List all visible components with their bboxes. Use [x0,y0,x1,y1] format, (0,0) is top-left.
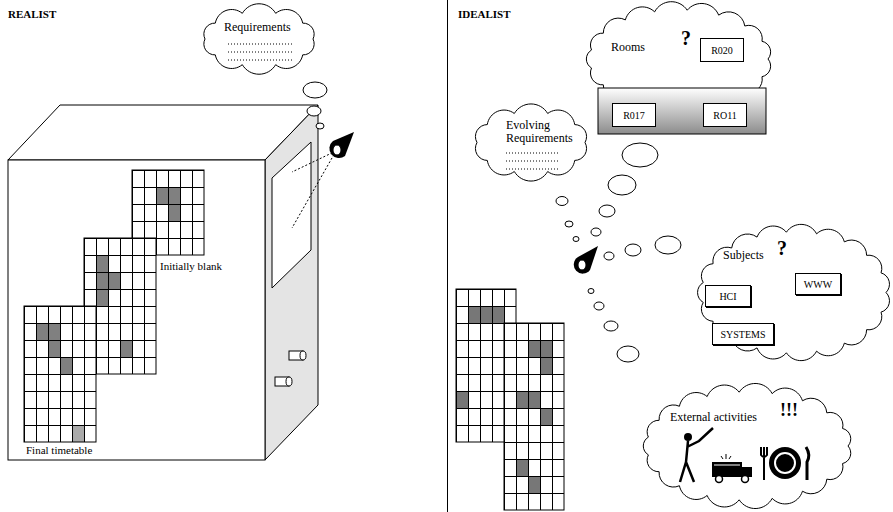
eye-pupil [333,145,341,155]
node-heading: R020 [711,45,733,56]
timetable-grid [24,306,96,442]
eye-symbol [574,246,598,274]
cloud-outline [198,5,320,73]
thought-bubble [604,252,614,260]
cloud-shape [586,2,770,117]
subject-card: SYSTEMS [712,323,774,345]
timetable-grid [24,306,96,442]
cloud-shape [698,224,890,360]
cube-top-face [8,105,318,160]
eye-symbol [329,132,354,158]
knob-cap [300,351,306,360]
thought-bubble [625,244,641,256]
cloud-outline [583,3,775,115]
node-heading: WWW [804,279,832,290]
thought-cloud: Subjects? HCI WWW SYSTEMS [695,225,893,360]
thought-bubble [617,346,639,362]
node-mark: ? [681,27,691,49]
node-mark: !!! [780,401,798,421]
thought-bubble [316,123,324,129]
thought-cloud: External activities!!! [640,385,855,507]
cloud-outline [640,385,855,507]
node-heading: HCI [719,291,736,302]
thought-bubble [591,228,601,236]
node-heading: RO11 [713,110,737,121]
thought-bubble [599,205,615,217]
node-mark: ? [777,237,787,259]
timetable-grid [504,323,564,510]
thought-bubble [604,321,618,331]
thought-bubble [622,143,658,167]
subject-card: HCI [705,285,751,307]
thought-bubble [307,106,321,116]
thought-bubble [588,289,594,294]
node-heading: External activities [670,411,757,424]
sight-line [292,151,336,228]
cloud-shape [643,383,850,508]
sight-line [292,151,336,172]
grid-label: Initially blank [160,260,222,272]
thought-bubble [303,82,327,98]
room-box: R020 [700,38,744,62]
side-heading: REALIST [8,8,56,20]
thought-cloud: Requirements [198,5,320,73]
divider-line [447,0,448,512]
node-heading: Requirements [224,21,291,34]
thought-bubble [608,175,636,195]
room-box: R017 [612,103,656,127]
cloud-shape [204,4,314,74]
cube-side-face [265,105,318,460]
node-heading: Evolving Requirements [506,119,590,145]
thought-bubble [594,302,604,310]
node-heading: SYSTEMS [720,329,765,340]
subject-card: WWW [795,273,841,295]
thought-cloud: Rooms?R020R017RO11 [583,3,775,115]
node-heading: R017 [623,110,645,121]
node-heading: Subjects [723,249,764,262]
room-box: RO11 [703,103,747,127]
grid-label: Final timetable [26,444,92,456]
thought-bubble [573,237,579,242]
thought-bubble [556,197,568,206]
cube-front-face [8,160,265,460]
side-heading: IDEALIST [458,8,511,20]
thought-bubble [565,221,573,227]
knob-cap [286,377,292,386]
thought-cloud: Evolving Requirements [470,105,592,180]
cube-window [272,142,311,288]
eye-pupil [578,260,586,270]
timetable-grid [504,323,564,510]
node-heading: Rooms [611,41,645,54]
thought-bubble [655,236,681,254]
